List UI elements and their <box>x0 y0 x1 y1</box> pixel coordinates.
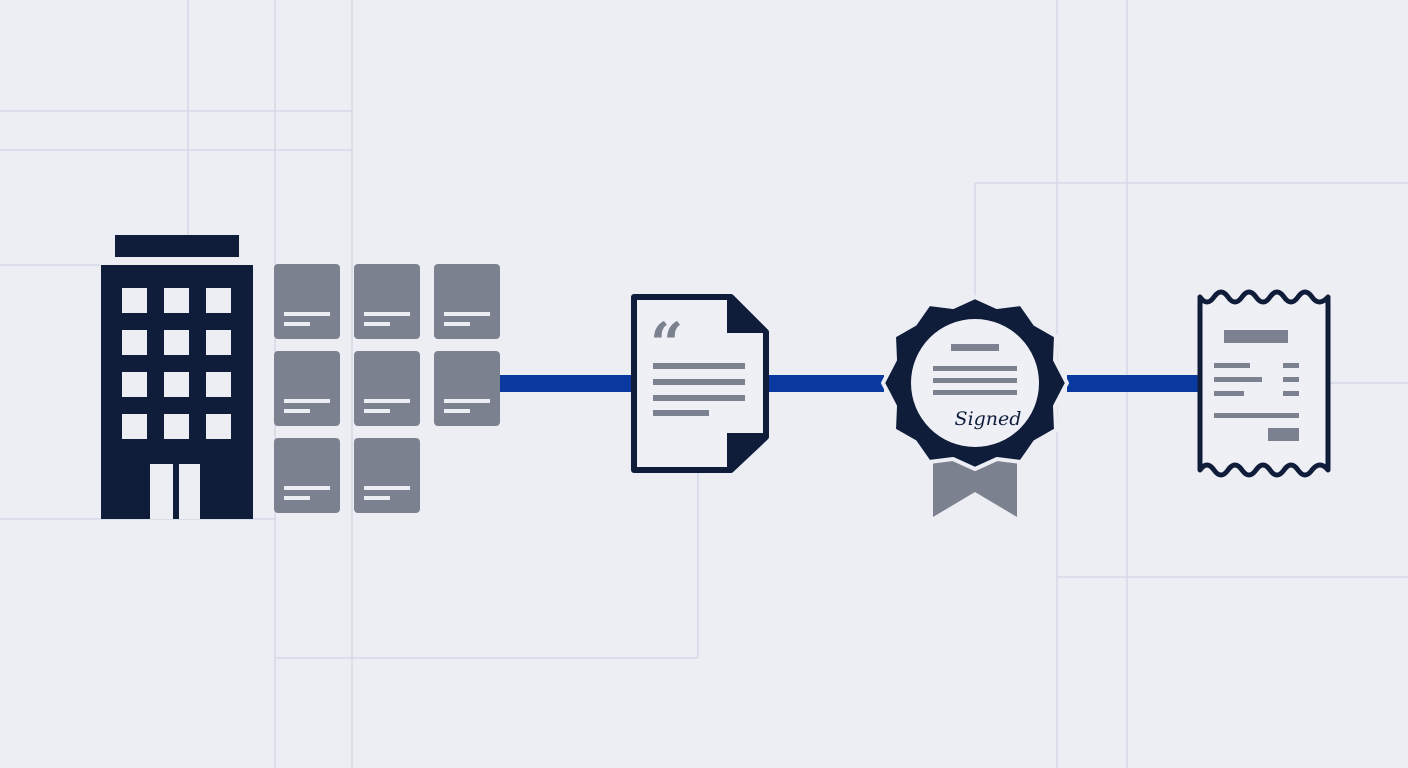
file-card <box>354 438 420 513</box>
quote-document-icon: “ <box>631 294 769 473</box>
connector-files-to-document <box>500 375 632 392</box>
file-card <box>434 351 500 426</box>
file-card <box>434 264 500 339</box>
file-card <box>274 351 340 426</box>
file-card <box>274 438 340 513</box>
file-card <box>354 264 420 339</box>
connector-document-to-seal <box>768 375 884 392</box>
connector-seal-to-receipt <box>1067 375 1200 392</box>
file-grid-icon <box>274 264 500 513</box>
connector-lines <box>500 375 1200 392</box>
seal-signature-label: Signed <box>955 408 1022 430</box>
file-card <box>354 351 420 426</box>
seal-ribbon-icon: Signed <box>881 295 1069 517</box>
file-card <box>274 264 340 339</box>
office-building-icon <box>101 235 253 519</box>
receipt-icon <box>1197 289 1331 478</box>
